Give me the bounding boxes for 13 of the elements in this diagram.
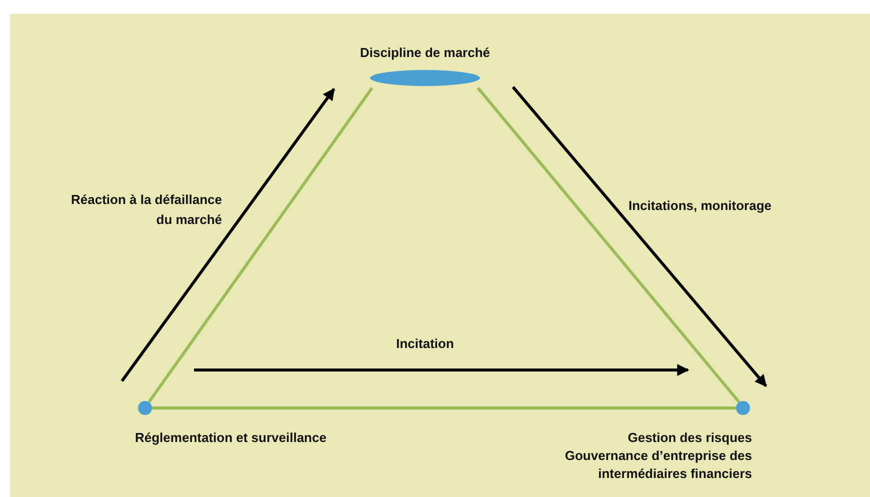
node-label: Discipline de marché (360, 44, 490, 62)
node-label: Réglementation et surveillance (135, 429, 326, 447)
connector-line (152, 406, 736, 410)
edge-label: Incitation (395, 335, 455, 353)
connector-line (476, 87, 740, 403)
arrow (194, 364, 690, 376)
node-label: Gouvernance d’entreprise des intermédiaires financiers (564, 447, 752, 483)
node-label: Gestion des risques (628, 429, 752, 447)
edge-label: Réaction à la défaillance du marché (70, 191, 222, 229)
connector-line (148, 87, 374, 403)
arrow (120, 88, 336, 382)
edge-label: Incitations, monitorage (627, 197, 772, 215)
arrow (512, 86, 768, 387)
